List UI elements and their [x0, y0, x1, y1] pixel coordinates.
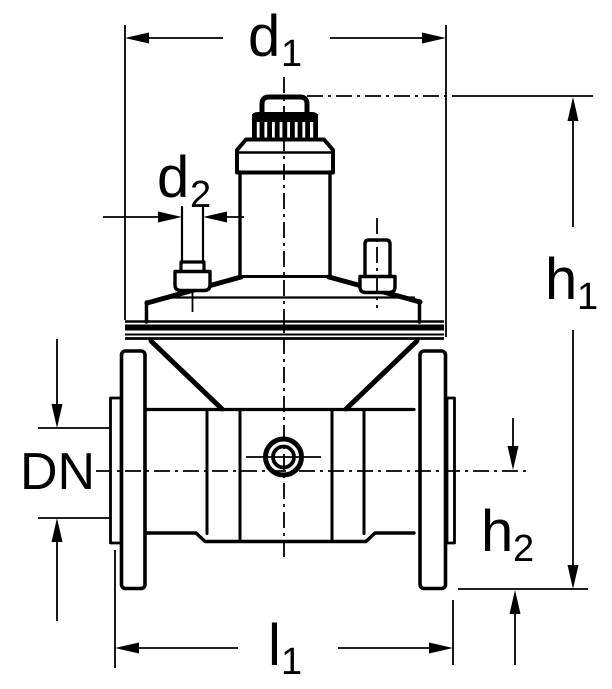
knurl-teeth [252, 114, 318, 138]
d2-arrow-right [203, 211, 227, 223]
h2-arrow-bottom [509, 590, 521, 614]
dim-label-d2: d2 [157, 145, 211, 216]
h1-arrow-top [567, 97, 579, 121]
dimension-h1: h1 [307, 95, 598, 590]
dn-arrow-bottom [51, 518, 63, 542]
valve-body [144, 407, 416, 544]
flange-right-plate [418, 349, 448, 591]
d2-arrow-left [158, 211, 182, 223]
d1-arrow-right [422, 32, 446, 44]
flange-right [418, 349, 456, 591]
spring-housing [238, 170, 332, 279]
flange-left [109, 349, 147, 591]
bell-cap-outline [235, 137, 335, 175]
dim-label-h2: h2 [481, 499, 534, 570]
adjustment-cap [259, 94, 310, 121]
bonnet [148, 338, 420, 412]
clamp-band [125, 324, 444, 331]
dimension-h2: h2 [481, 418, 534, 665]
dim-label-dn: DN [20, 443, 95, 501]
bleed-screw [173, 205, 212, 293]
h1-arrow-bottom [567, 565, 579, 589]
dimension-l1: l1 [114, 550, 454, 683]
bleed-screw-base [173, 269, 212, 293]
bonnet-slope-right [343, 338, 420, 412]
d1-arrow-left [125, 32, 149, 44]
dim-label-d1: d1 [248, 4, 302, 75]
h2-arrow-top [507, 446, 519, 470]
l1-arrow-right [429, 642, 453, 654]
l1-arrow-left [115, 642, 139, 654]
dim-label-l1: l1 [268, 613, 302, 683]
flange-left-plate [119, 349, 147, 591]
dimension-d2: d2 [103, 145, 244, 223]
dimension-dn: DN [20, 339, 111, 621]
body-bottom-line [144, 531, 416, 544]
dimension-d1: d1 [124, 4, 447, 337]
cap-outline [259, 94, 310, 121]
spring-housing-cap [235, 137, 335, 175]
dim-label-h1: h1 [545, 247, 598, 318]
dn-arrow-top [51, 404, 63, 428]
centerlines [96, 77, 528, 557]
knurled-ring [252, 112, 318, 138]
bonnet-slope-left [148, 338, 225, 412]
